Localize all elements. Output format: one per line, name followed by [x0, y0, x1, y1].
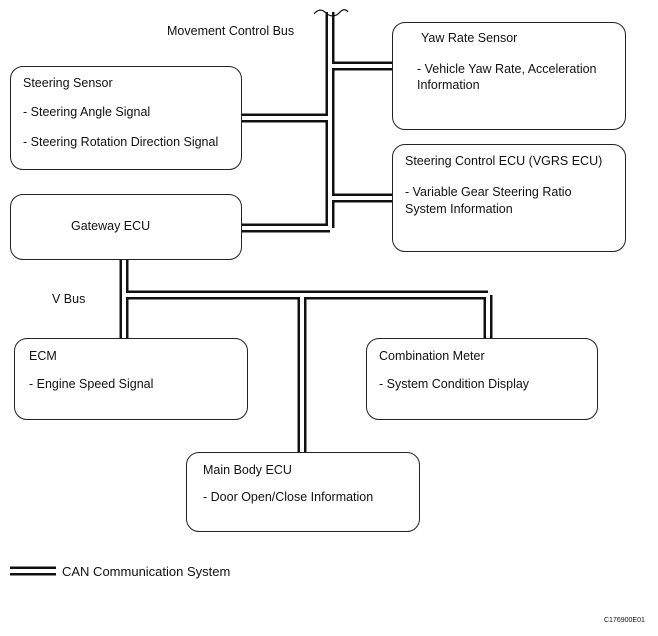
- yaw-rate-sensor-signal: Information: [417, 78, 480, 92]
- v-bus-label: V Bus: [52, 292, 86, 306]
- ecm-signal: - Engine Speed Signal: [29, 377, 154, 391]
- can-legend-label: CAN Communication System: [62, 564, 231, 579]
- main-body-ecu-signal: - Door Open/Close Information: [203, 490, 374, 504]
- main-body-ecu-title: Main Body ECU: [203, 463, 292, 477]
- combination-meter-title: Combination Meter: [379, 349, 485, 363]
- steering-control-ecu-signal: - Variable Gear Steering Ratio: [405, 185, 572, 199]
- main-body-ecu-box: Main Body ECU - Door Open/Close Informat…: [186, 452, 420, 532]
- yaw-rate-sensor-title: Yaw Rate Sensor: [421, 31, 518, 45]
- movement-control-bus-label: Movement Control Bus: [167, 24, 295, 38]
- gateway-ecu-box: Gateway ECU: [10, 194, 242, 260]
- steering-sensor-box: Steering Sensor - Steering Angle Signal …: [10, 66, 242, 170]
- can-legend-symbol: [10, 566, 56, 576]
- bus-break-mark: [313, 9, 349, 17]
- steering-sensor-signal: - Steering Angle Signal: [23, 105, 151, 119]
- figure-code: C176900E01: [604, 617, 645, 624]
- yaw-rate-sensor-box: Yaw Rate Sensor - Vehicle Yaw Rate, Acce…: [392, 22, 626, 130]
- steering-control-ecu-box: Steering Control ECU (VGRS ECU) - Variab…: [392, 144, 626, 252]
- yaw-rate-sensor-signal: - Vehicle Yaw Rate, Acceleration: [417, 62, 597, 76]
- steering-sensor-signal: - Steering Rotation Direction Signal: [23, 135, 219, 149]
- steering-sensor-title: Steering Sensor: [23, 76, 113, 90]
- ecm-title: ECM: [29, 349, 57, 363]
- steering-control-ecu-title: Steering Control ECU (VGRS ECU): [405, 154, 603, 168]
- steering-control-ecu-signal: System Information: [405, 202, 513, 216]
- combination-meter-box: Combination Meter - System Condition Dis…: [366, 338, 598, 420]
- gateway-ecu-title: Gateway ECU: [71, 219, 151, 233]
- combination-meter-signal: - System Condition Display: [379, 377, 530, 391]
- ecm-box: ECM - Engine Speed Signal: [14, 338, 248, 420]
